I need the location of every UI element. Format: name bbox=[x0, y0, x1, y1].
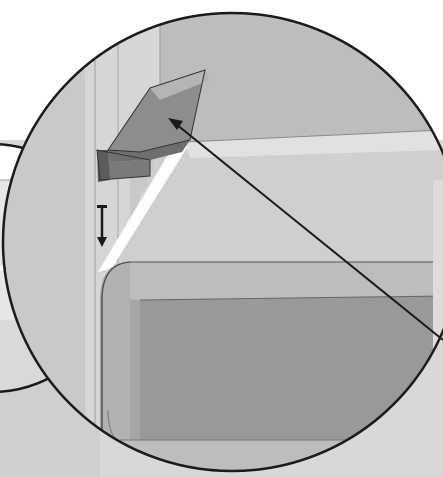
gap-strip bbox=[98, 146, 188, 272]
detail-circle-large-outline bbox=[1, 11, 443, 473]
trim-profile-part bbox=[96, 69, 210, 182]
callout-leader-icon bbox=[168, 118, 443, 341]
